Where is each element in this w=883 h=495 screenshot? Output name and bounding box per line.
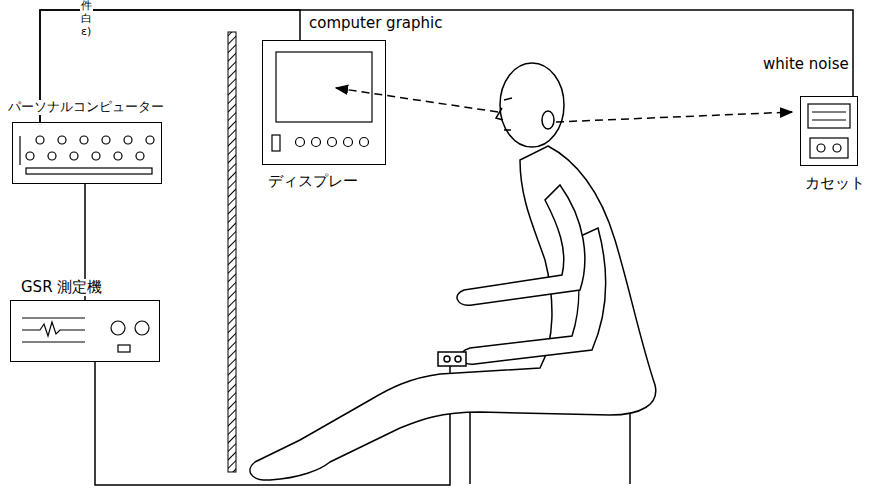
cassette-detail bbox=[808, 104, 850, 158]
pc-detail bbox=[20, 136, 154, 174]
partition-wall bbox=[228, 32, 236, 472]
sight-arrow bbox=[336, 88, 498, 112]
device-label: ディスプレー bbox=[266, 173, 360, 190]
fragment-text: ε) bbox=[80, 26, 92, 38]
display-detail bbox=[272, 52, 372, 151]
display-box: ディスプレー bbox=[262, 40, 386, 165]
device-label: GSR 測定機 bbox=[19, 279, 104, 296]
fragment-text: 件 bbox=[80, 0, 93, 12]
device-label: カセット bbox=[803, 175, 867, 192]
hearing-arrow bbox=[556, 112, 792, 122]
computer-box: パーソナルコンピューター bbox=[12, 122, 162, 184]
fragment-text: 白 bbox=[80, 13, 93, 25]
device-label: パーソナルコンピューター bbox=[6, 100, 166, 115]
cassette-box: カセット bbox=[800, 96, 858, 166]
wire-label: white noise bbox=[762, 56, 850, 73]
gsr-detail bbox=[22, 318, 149, 352]
subject-figure bbox=[250, 63, 656, 484]
gsr-meter-box: GSR 測定機 bbox=[10, 300, 160, 362]
wire-label: computer graphic bbox=[308, 15, 443, 32]
